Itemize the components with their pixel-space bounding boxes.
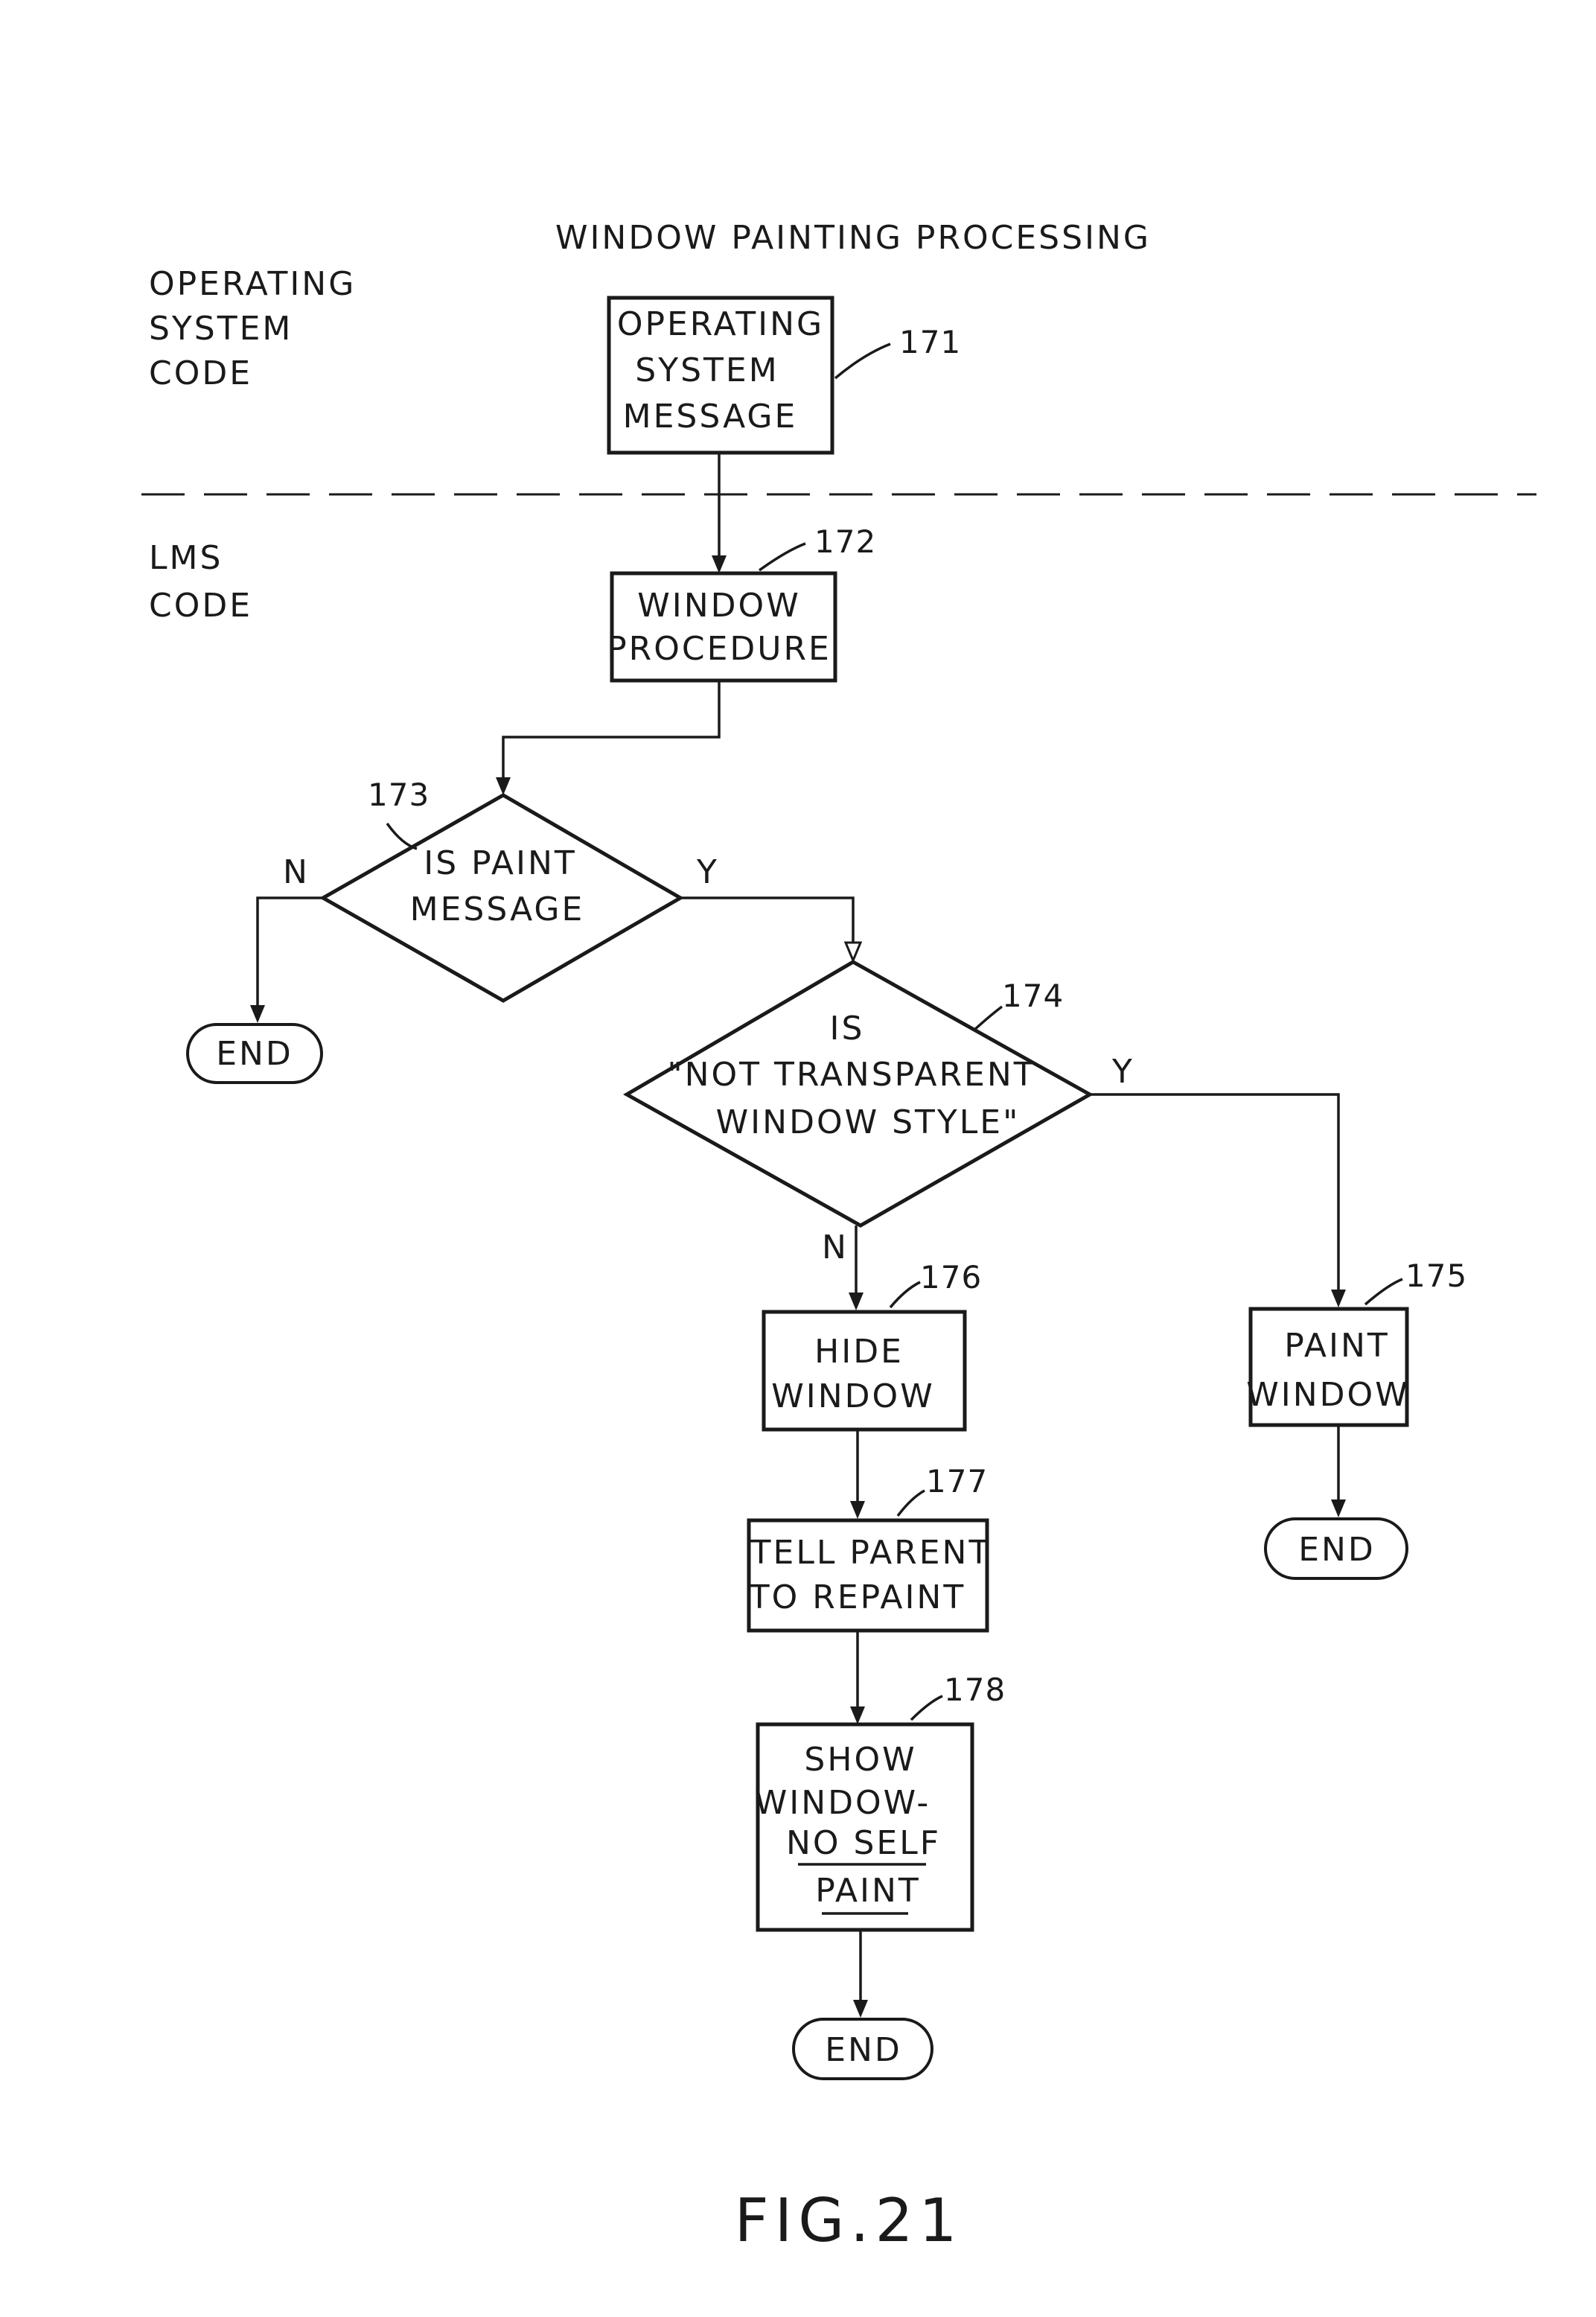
leader-line [974,1007,1002,1030]
end-terminal-bottom: END [794,2019,932,2079]
end-terminal-right: END [1265,1519,1407,1578]
connector-line [258,898,323,1007]
terminal-text: END [216,1035,293,1073]
arrowhead [712,555,727,573]
connector-line [680,898,853,946]
region-label-line: CODE [149,354,252,392]
node-173-is-paint-message: IS PAINT MESSAGE 173 [323,777,680,1001]
node-text: TO REPAINT [749,1578,965,1616]
ref-number: 171 [899,324,961,360]
node-text: PAINT [815,1872,921,1910]
region-label-line: SYSTEM [149,310,293,348]
arrowhead [250,1005,265,1023]
node-text: WINDOW STYLE" [716,1103,1021,1141]
branch-label-no: N [283,853,310,891]
ref-number: 174 [1002,978,1064,1014]
node-text: SHOW [804,1741,916,1779]
node-175-paint-window: PAINT WINDOW 175 [1246,1258,1467,1425]
leader-line [1365,1279,1402,1304]
connector-line [1090,1094,1338,1291]
ref-number: 173 [368,777,430,813]
region-label-line: LMS [149,539,223,577]
node-178-show-window-no-self-paint: SHOW WINDOW- NO SELF PAINT 178 [755,1671,1006,1930]
region-label-line: OPERATING [149,265,356,303]
node-text: WINDOW- [755,1784,931,1822]
node-171-operating-system-message: OPERATING SYSTEM MESSAGE 171 [609,298,961,453]
end-terminal-left: END [188,1024,322,1083]
node-174-is-not-transparent-window-style: IS "NOT TRANSPARENT WINDOW STYLE" 174 [627,962,1090,1226]
node-text: PAINT [1284,1327,1390,1365]
arrowhead [849,1293,864,1310]
node-text: IS PAINT [424,844,576,882]
node-text: MESSAGE [623,398,798,436]
arrowhead [1331,1290,1346,1307]
diagram-title: WINDOW PAINTING PROCESSING [555,219,1151,257]
node-177-tell-parent-to-repaint: TELL PARENT TO REPAINT 177 [749,1463,992,1631]
leader-line [890,1282,920,1307]
ref-number: 175 [1405,1258,1467,1294]
terminal-text: END [825,2031,902,2069]
arrowhead [496,777,511,795]
arrowhead [850,1501,865,1519]
node-172-window-procedure: WINDOW PROCEDURE 172 [607,523,876,681]
region-label-lms-code: LMS CODE [149,539,252,625]
node-text: NO SELF [786,1824,941,1862]
branch-label-no: N [822,1228,849,1266]
region-label-operating-system-code: OPERATING SYSTEM CODE [149,265,356,392]
node-text: WINDOW [637,587,800,625]
leader-line [759,544,805,570]
node-text: WINDOW [1246,1376,1409,1414]
ref-number: 177 [926,1463,988,1499]
terminal-text: END [1298,1531,1376,1569]
leader-line [835,344,890,378]
node-text: HIDE [814,1333,904,1371]
connector-line [503,681,719,779]
node-text: PROCEDURE [607,630,831,668]
arrowhead-open [846,943,861,960]
node-text: MESSAGE [410,890,585,928]
node-text: TELL PARENT [750,1534,992,1572]
leader-line [911,1696,942,1720]
branch-label-yes: Y [1111,1053,1134,1091]
ref-number: 178 [944,1671,1006,1708]
arrowhead [1331,1499,1346,1517]
node-text: SYSTEM [635,351,779,389]
arrowhead [850,1706,865,1724]
region-label-line: CODE [149,587,252,625]
node-176-hide-window: HIDE WINDOW 176 [764,1259,982,1430]
figure-label: FIG.21 [735,2186,963,2255]
node-text: IS [830,1010,865,1048]
leader-line [898,1491,925,1516]
ref-number: 172 [814,523,876,560]
ref-number: 176 [920,1259,982,1295]
node-text: "NOT TRANSPARENT [667,1056,1035,1094]
branch-label-yes: Y [696,853,719,891]
node-text: WINDOW [771,1377,934,1415]
arrowhead [853,2000,868,2018]
node-text: OPERATING [617,305,824,343]
